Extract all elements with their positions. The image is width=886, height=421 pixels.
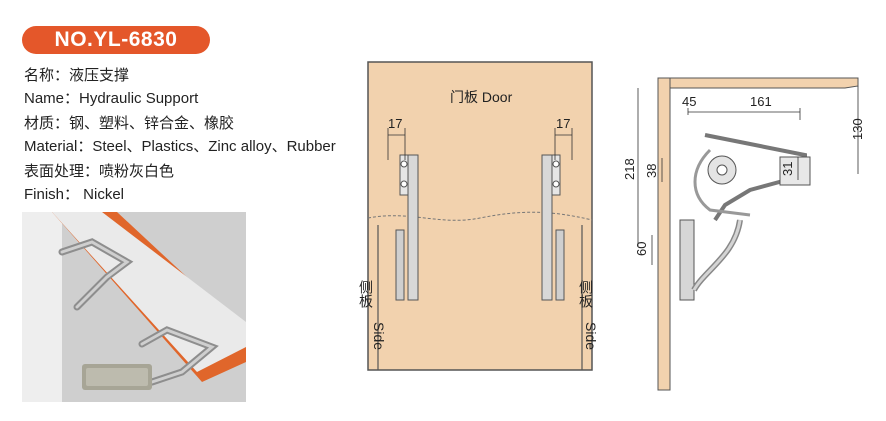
product-photo [22,212,246,402]
dim-130: 130 [850,118,865,140]
model-badge: NO.YL-6830 [22,26,210,54]
model-number: NO.YL-6830 [54,28,178,51]
spec-name-cn: 名称：液压支撑 [24,67,130,84]
dim-45: 45 [682,94,696,109]
dim-17-right: 17 [556,116,570,131]
side-label-cn-right: 侧板 [578,280,594,308]
side-label-cn-left: 侧板 [358,280,374,308]
dim-38: 38 [644,164,659,178]
dim-31: 31 [780,162,795,176]
dim-17-left: 17 [388,116,402,131]
dim-161: 161 [750,94,772,109]
dim-218: 218 [622,158,637,180]
side-label-en-right: Side [583,322,599,350]
spec-finish-en: Finish： Nickel [24,186,125,203]
spec-material-cn: 材质：钢、塑料、锌合金、橡胶 [24,115,235,132]
spec-name-en: Name：Hydraulic Support [24,90,199,107]
spec-finish-cn: 表面处理：喷粉灰白色 [24,163,175,180]
front-view-drawing: 17 17 门板 Door 侧板 侧板 Side Side [350,40,620,390]
spec-material-en: Material：Steel、Plastics、Zinc alloy、Rubbe… [24,138,336,155]
side-view-drawing: 45 161 130 218 38 31 60 [622,60,875,400]
dim-60: 60 [634,242,649,256]
side-label-en-left: Side [371,322,387,350]
door-label: 门板 Door [450,89,513,105]
